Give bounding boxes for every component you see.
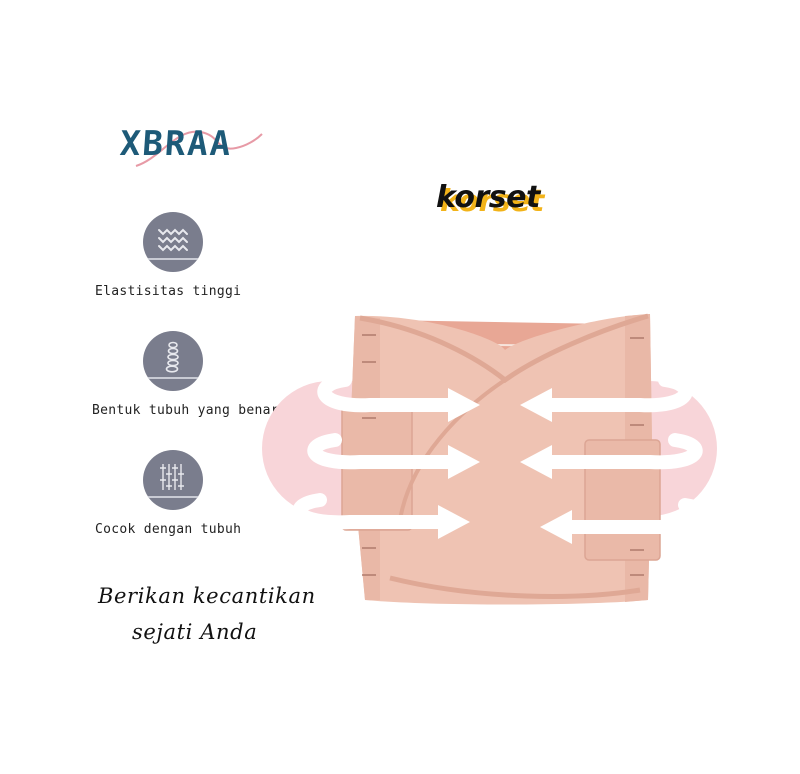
brand-logo: XBRAA	[116, 118, 266, 168]
spine-icon	[165, 341, 179, 373]
feature-label: Cocok dengan tubuh	[95, 522, 242, 537]
corset-image	[280, 300, 720, 620]
feature-icon-circle	[143, 450, 203, 510]
feature-icon-circle	[143, 331, 203, 391]
icon-baseline	[143, 377, 203, 379]
tagline-line-2: sejati Anda	[132, 620, 258, 644]
tagline: Berikan kecantikan sejati Anda	[98, 578, 316, 650]
weave-icon	[160, 464, 184, 490]
icon-baseline	[143, 496, 203, 498]
faint-watermark	[400, 670, 720, 750]
feature-label: Elastisitas tinggi	[95, 284, 242, 299]
tagline-line-1: Berikan kecantikan	[98, 584, 316, 608]
icon-baseline	[143, 258, 203, 260]
feature-label: Bentuk tubuh yang benar	[92, 403, 279, 418]
brand-name: XBRAA	[118, 124, 234, 164]
product-title: korset	[436, 180, 540, 215]
corset-illustration	[292, 313, 713, 605]
feature-icon-circle	[143, 212, 203, 272]
swoosh-icon	[135, 130, 263, 167]
wave-icon	[158, 228, 188, 252]
